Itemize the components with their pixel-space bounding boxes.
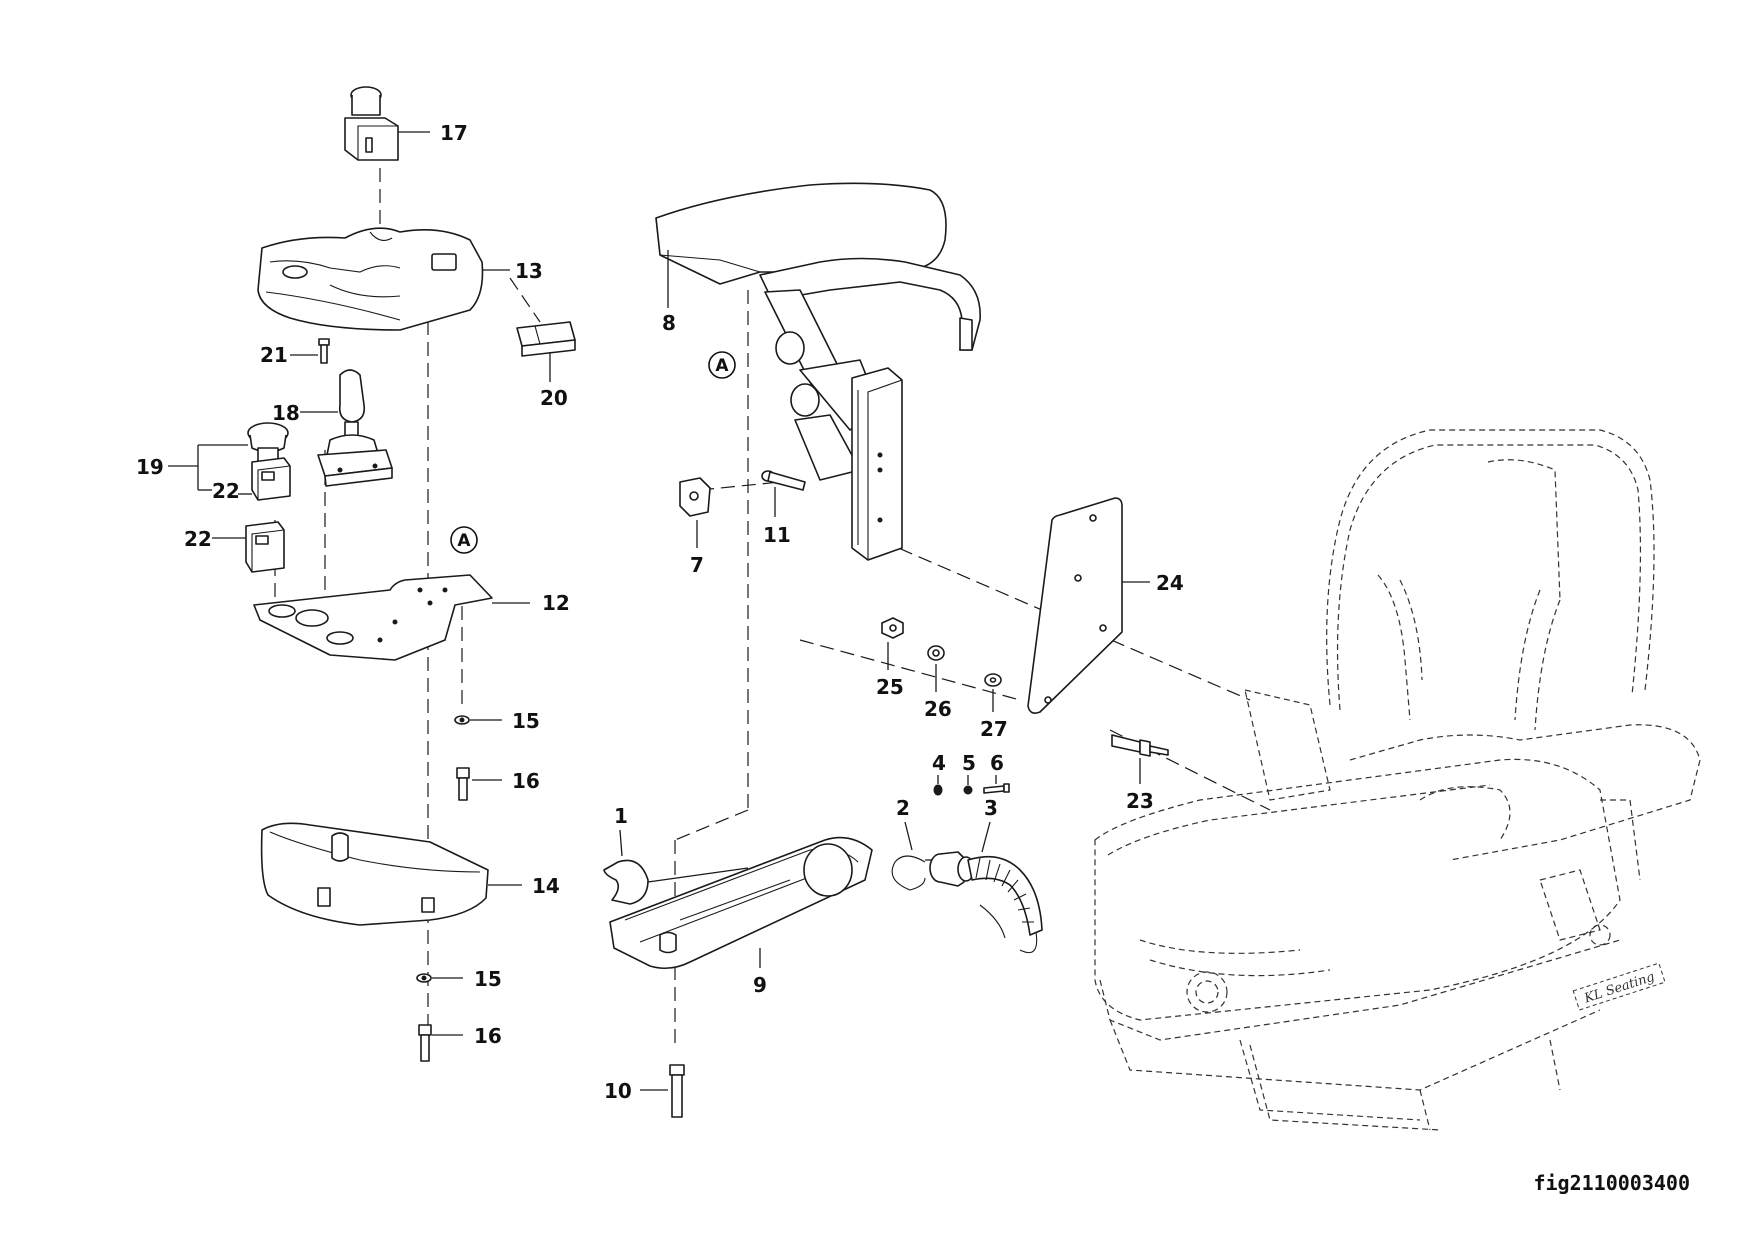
- part-23-stud: [1111, 734, 1169, 757]
- callout-16-upper: 16: [512, 769, 540, 793]
- part-1-retaining-clip: [603, 859, 649, 905]
- part-9-armrest-base-tray: [609, 836, 873, 970]
- callout-23: 23: [1126, 789, 1154, 813]
- part-22-contact-block-lower: [245, 521, 285, 573]
- part-16-bolt-lower: [418, 1024, 432, 1062]
- callout-20: 20: [540, 386, 568, 410]
- part-15-washer-lower: [416, 973, 432, 983]
- part-22-contact-block-upper: [251, 457, 291, 501]
- part-5-o-ring: [963, 785, 973, 795]
- part-26-lock-washer: [927, 645, 945, 661]
- callout-27: 27: [980, 717, 1008, 741]
- part-13-console-top: [257, 227, 484, 331]
- reference-seat-phantom: [1094, 429, 1701, 1131]
- callout-16-lower: 16: [474, 1024, 502, 1048]
- seat-brand-logo: KL Seating: [1572, 962, 1666, 1011]
- part-18-joystick: [317, 369, 393, 487]
- callout-13: 13: [515, 259, 543, 283]
- svg-text:KL Seating: KL Seating: [1582, 970, 1657, 1007]
- callout-12: 12: [542, 591, 570, 615]
- part-7-slide-plate: [679, 477, 711, 517]
- callout-22-upper: 22: [212, 479, 240, 503]
- part-2-snap-ring: [891, 855, 926, 891]
- callout-11: 11: [763, 523, 791, 547]
- part-16-bolt-upper: [456, 767, 470, 801]
- callout-labels: 17 13 20 21 18 19 22 22 12 15 16 14 15 1…: [136, 121, 1184, 1103]
- callout-21: 21: [260, 343, 288, 367]
- figure-id: fig2110003400: [1533, 1171, 1690, 1195]
- part-10-bolt: [669, 1064, 685, 1118]
- callout-14: 14: [532, 874, 560, 898]
- callout-19: 19: [136, 455, 164, 479]
- callout-9: 9: [753, 973, 767, 997]
- callout-8: 8: [662, 311, 676, 335]
- callout-22-lower: 22: [184, 527, 212, 551]
- callout-3: 3: [984, 796, 998, 820]
- reference-marker-A-lower: A: [450, 526, 478, 554]
- callout-5: 5: [962, 751, 976, 775]
- svg-text:A: A: [457, 531, 471, 551]
- callout-2: 2: [896, 796, 910, 820]
- callout-24: 24: [1156, 571, 1184, 595]
- leader-lines: [168, 131, 1150, 1091]
- part-6-screw: [983, 783, 1010, 794]
- callout-15-lower: 15: [474, 967, 502, 991]
- part-8-armrest-assembly: [655, 182, 981, 561]
- part-20-rocker-switch: [516, 321, 576, 357]
- callout-25: 25: [876, 675, 904, 699]
- part-25-nut: [881, 617, 904, 639]
- callout-26: 26: [924, 697, 952, 721]
- part-21-small-screw: [318, 338, 330, 364]
- callout-10: 10: [604, 1079, 632, 1103]
- part-19-mushroom-button: [247, 422, 289, 463]
- reference-marker-A-upper: A: [708, 351, 736, 379]
- part-17-push-button: [344, 86, 399, 161]
- svg-text:A: A: [715, 356, 729, 376]
- callout-6: 6: [990, 751, 1004, 775]
- callout-7: 7: [690, 553, 704, 577]
- callout-18: 18: [272, 401, 300, 425]
- part-12-bracket-plate: [253, 574, 493, 661]
- part-24-mounting-plate: [1027, 497, 1123, 714]
- part-27-flat-washer: [984, 673, 1002, 687]
- part-4-o-ring: [933, 784, 943, 796]
- callout-15-upper: 15: [512, 709, 540, 733]
- part-15-washer-upper: [454, 715, 470, 725]
- callout-1: 1: [614, 804, 628, 828]
- callout-4: 4: [932, 751, 946, 775]
- callout-17: 17: [440, 121, 468, 145]
- part-3-cable-gland: [929, 851, 1043, 954]
- part-14-console-housing: [260, 822, 489, 926]
- part-11-bolt: [761, 470, 806, 491]
